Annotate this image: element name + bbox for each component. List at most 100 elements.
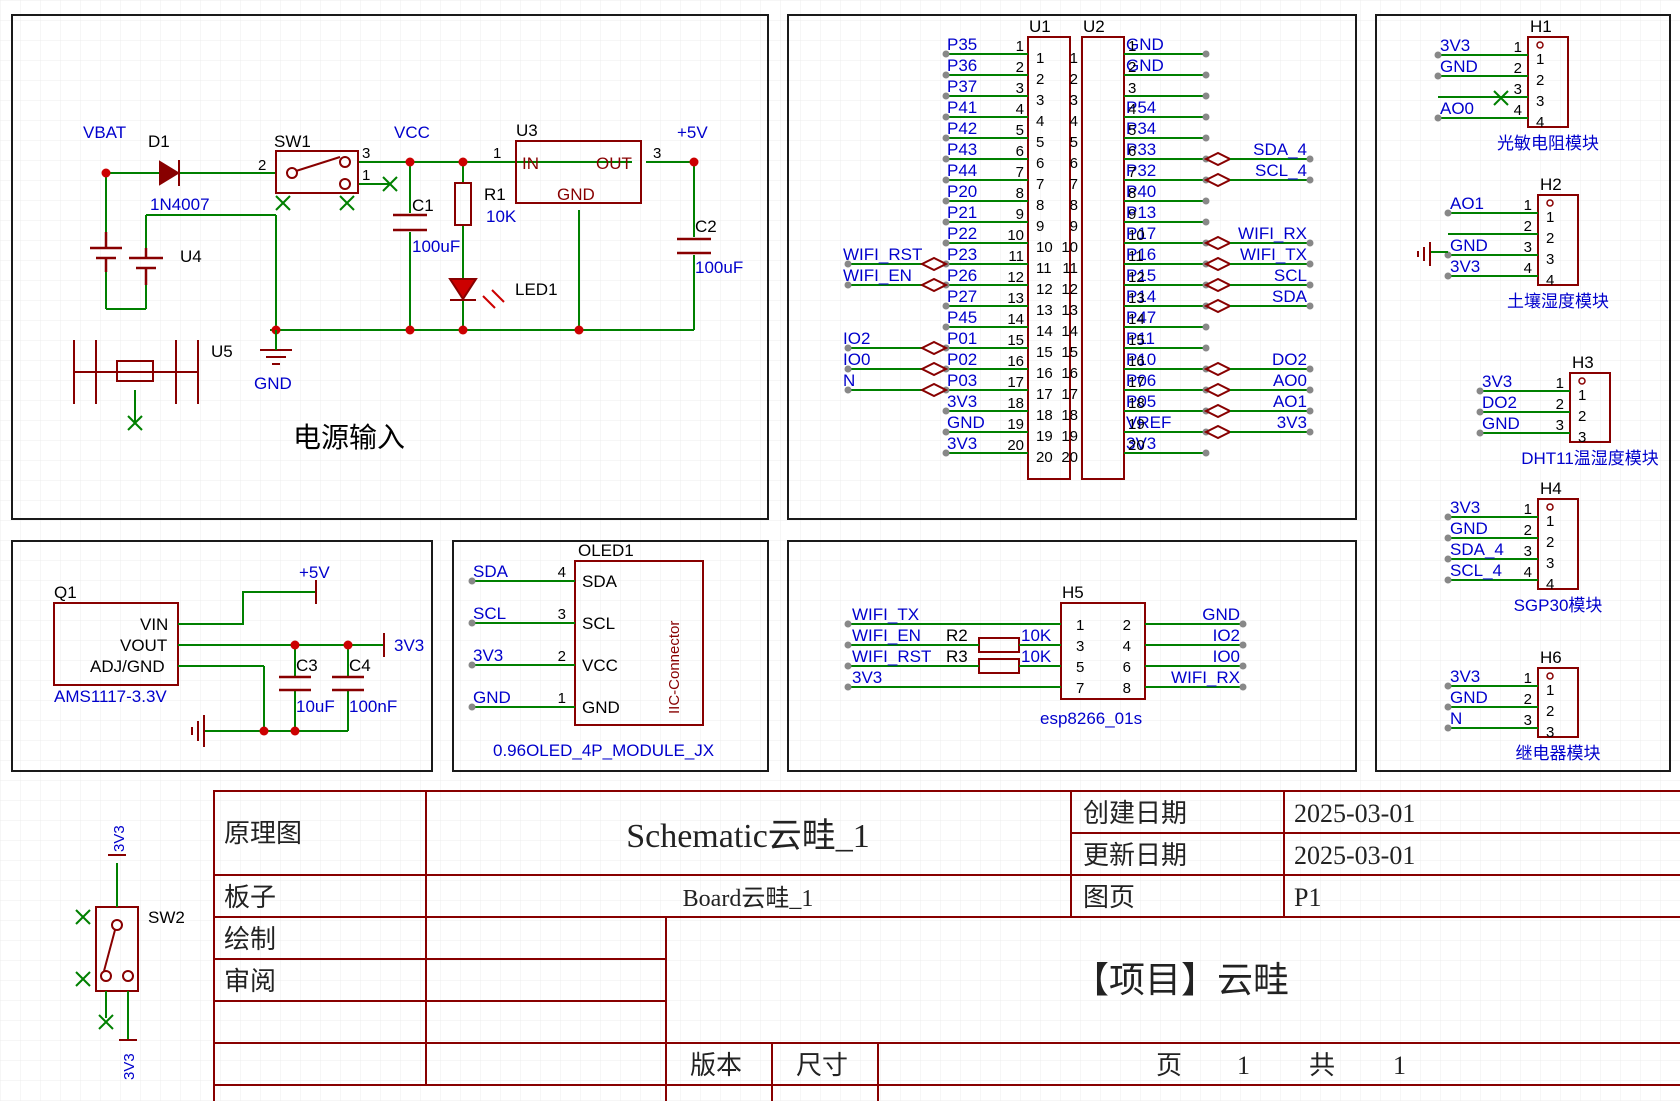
u1-ext-net-label: WIFI_EN — [843, 266, 912, 285]
capacitor-c1[interactable] — [393, 213, 427, 232]
esp-left-end — [844, 683, 852, 691]
ldo-section: Q1 VIN VOUT ADJ/GND C3 C4 AMS1117-3.3V +… — [53, 563, 424, 747]
tb-label-schematic: 原理图 — [224, 819, 302, 848]
module-name: SGP30模块 — [1514, 596, 1603, 615]
module-pin-number-outer: 4 — [1524, 260, 1532, 277]
u1-net-label: P41 — [947, 98, 977, 117]
module-pin-end — [1434, 72, 1442, 80]
module-pin-end — [1476, 408, 1484, 416]
header-u1[interactable] — [1027, 36, 1071, 480]
module-pin-end — [1444, 724, 1452, 732]
oled-net-label: 3V3 — [473, 646, 503, 665]
frame-modules — [1375, 14, 1671, 772]
u1-pin-number: 14 — [1036, 323, 1053, 340]
u1-pin-number: 6 — [1036, 155, 1044, 172]
u2-ext-net-label: SCL_4 — [1255, 161, 1307, 180]
u1-net-label: P36 — [947, 56, 977, 75]
tb-label-size: 尺寸 — [796, 1051, 848, 1080]
tb-label-drawn: 绘制 — [224, 925, 276, 954]
u1-net-label: P42 — [947, 119, 977, 138]
u1-net-label: P26 — [947, 266, 977, 285]
title-block: 原理图 板子 绘制 审阅 创建日期 更新日期 图页 2025-03-01 202… — [213, 790, 1680, 1101]
esp-left-pin-number: 5 — [1076, 659, 1084, 676]
u1-pin-number: 17 — [1036, 386, 1053, 403]
esp-right-pin-number: 4 — [1123, 638, 1131, 655]
u1-net-label: P45 — [947, 308, 977, 327]
c2-ref: C2 — [695, 217, 717, 236]
oled-pin-number: 1 — [558, 690, 566, 707]
battery-u4[interactable] — [90, 232, 163, 285]
module-pin-number: 2 — [1578, 408, 1586, 425]
u2-pin-number: 8 — [1070, 197, 1078, 214]
u2-pin-number-outer: 6 — [1128, 143, 1136, 160]
u3-ref: U3 — [516, 121, 538, 140]
u1-pin-number: 18 — [1036, 407, 1053, 424]
esp-body[interactable] — [1060, 602, 1146, 700]
u2-ext-end — [1306, 386, 1314, 394]
resistor-r1[interactable] — [454, 182, 472, 226]
frame-ldo — [11, 540, 433, 772]
esp-right-pin-number: 8 — [1123, 680, 1131, 697]
esp-right-net-label: WIFI_RX — [1171, 668, 1240, 687]
u2-pin-end — [1202, 50, 1210, 58]
header-u2[interactable] — [1081, 36, 1125, 480]
module-pin-end — [1444, 251, 1452, 259]
net-plus5v: +5V — [677, 123, 708, 142]
u1-ext-end — [844, 260, 852, 268]
module-pin-end — [1434, 51, 1442, 59]
connector-u5[interactable] — [73, 340, 199, 404]
u1-net-label: 3V3 — [947, 434, 977, 453]
u1-pin-end — [942, 323, 950, 331]
oled-pin-number: 4 — [558, 564, 566, 581]
module-pin-number: 2 — [1546, 703, 1554, 720]
u2-pin-number-outer: 17 — [1128, 374, 1145, 391]
u2-pin-end — [1202, 92, 1210, 100]
module-net-label: 3V3 — [1482, 372, 1512, 391]
u2-net-label: VREF — [1126, 413, 1171, 432]
regulator-u3[interactable] — [515, 140, 642, 204]
module-net-label: 3V3 — [1450, 667, 1480, 686]
u2-pin-number-outer: 15 — [1128, 332, 1145, 349]
tb-schematic-name: Schematic云畦_1 — [626, 817, 870, 855]
u2-ext-net-label: SDA — [1272, 287, 1308, 306]
u1-pin-number-outer: 14 — [1007, 311, 1024, 328]
c3-value: 10uF — [296, 697, 335, 716]
u2-pin-number: 10 — [1061, 239, 1078, 256]
u1-pin-number-outer: 18 — [1007, 395, 1024, 412]
ldo-net-5v: +5V — [299, 563, 330, 582]
u2-net-label: 3V3 — [1126, 434, 1156, 453]
u2-pin-number: 9 — [1070, 218, 1078, 235]
c1-ref: C1 — [412, 196, 434, 215]
module-pin-number-outer: 2 — [1524, 218, 1532, 235]
led-led1[interactable] — [448, 278, 505, 309]
r3-ref: R3 — [946, 647, 968, 666]
u2-pin-number-outer: 19 — [1128, 416, 1145, 433]
q1-vin: VIN — [140, 615, 168, 634]
oled-connector-label: IIC-Connector — [666, 621, 683, 714]
tb-page-no: 1 — [1237, 1051, 1250, 1080]
oled-net-label: SCL — [473, 604, 506, 623]
u1-pin-end — [942, 302, 950, 310]
capacitor-c2[interactable] — [677, 237, 711, 255]
esp-left-end — [844, 662, 852, 670]
module-pin-end — [1444, 209, 1452, 217]
diode-d1[interactable] — [159, 160, 180, 186]
net-gnd: GND — [254, 374, 292, 393]
u2-ext-net-label: 3V3 — [1277, 413, 1307, 432]
module-h1-body — [1527, 36, 1569, 128]
u1-net-label: P20 — [947, 182, 977, 201]
module-pin-end — [1444, 682, 1452, 690]
module-net-label: 3V3 — [1440, 36, 1470, 55]
u1-ext-end — [844, 365, 852, 373]
oled-body[interactable] — [574, 560, 704, 726]
tb-label-total: 共 — [1309, 1051, 1335, 1080]
tb-label-review: 审阅 — [224, 967, 276, 996]
u2-pin-number: 20 — [1061, 449, 1078, 466]
u1-net-label: P23 — [947, 245, 977, 264]
modules-section: H1光敏电阻模块113V322GND3344AO0H2土壤湿度模块11AO122… — [1417, 17, 1659, 763]
u1-pin-end — [942, 92, 950, 100]
switch-sw1[interactable] — [275, 150, 359, 194]
module-pin-number: 1 — [1546, 682, 1554, 699]
module-pin-number: 3 — [1536, 93, 1544, 110]
u1-pin-number: 9 — [1036, 218, 1044, 235]
